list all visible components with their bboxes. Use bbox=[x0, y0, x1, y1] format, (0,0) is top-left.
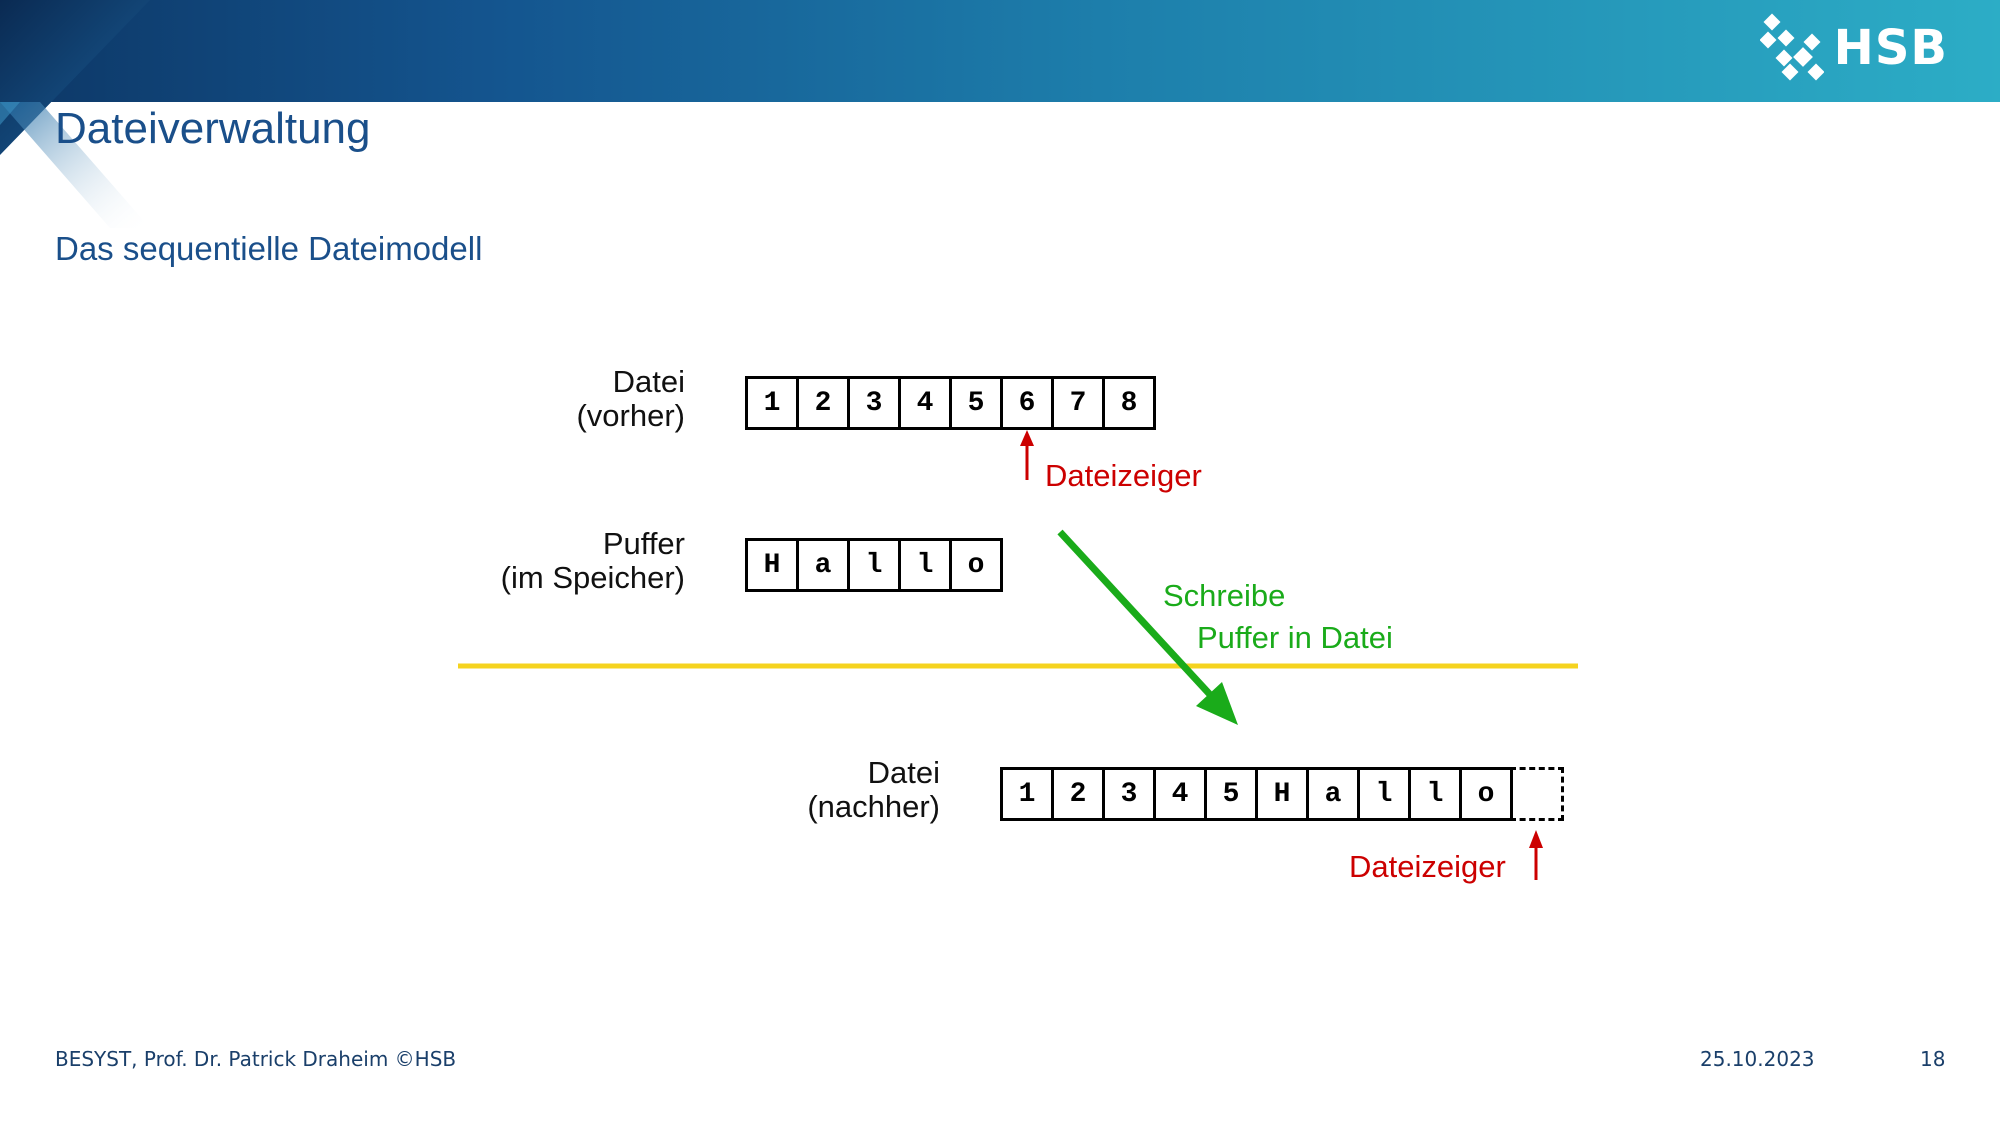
cell: 1 bbox=[745, 376, 799, 430]
empty-cell bbox=[1510, 767, 1564, 821]
cell: l bbox=[898, 538, 952, 592]
cell: 8 bbox=[1102, 376, 1156, 430]
file-after-label-line1: Datei bbox=[867, 755, 940, 790]
slide-subtitle: Das sequentielle Dateimodell bbox=[55, 230, 483, 267]
hsb-logo: HSB bbox=[1759, 12, 1948, 84]
footer-author: BESYST, Prof. Dr. Patrick Draheim ©HSB bbox=[55, 1047, 457, 1071]
logo-text: HSB bbox=[1833, 20, 1948, 76]
cell: a bbox=[796, 538, 850, 592]
pointer-after-label: Dateizeiger bbox=[1349, 849, 1506, 884]
hsb-logo-icon bbox=[1759, 13, 1824, 81]
write-arrow bbox=[1057, 529, 1238, 725]
cell: 5 bbox=[949, 376, 1003, 430]
pointer-before-arrow bbox=[1020, 430, 1034, 480]
file-after-label-line2: (nachher) bbox=[807, 789, 940, 824]
cell: l bbox=[1357, 767, 1411, 821]
pointer-after-arrow bbox=[1529, 830, 1543, 880]
corner-decoration bbox=[0, 0, 150, 228]
file-before-label-line1: Datei bbox=[612, 364, 685, 399]
file-before-label-line2: (vorher) bbox=[576, 398, 685, 433]
write-label-line2: Puffer in Datei bbox=[1197, 620, 1393, 655]
file-after-label: Datei (nachher) bbox=[740, 756, 940, 824]
cell: 4 bbox=[1153, 767, 1207, 821]
footer-page-number: 18 bbox=[1920, 1047, 1946, 1071]
cell: H bbox=[745, 538, 799, 592]
buffer-label-line2: (im Speicher) bbox=[500, 560, 685, 595]
buffer-label-line1: Puffer bbox=[602, 526, 685, 561]
header-band bbox=[0, 0, 2000, 102]
page-title: Dateiverwaltung bbox=[55, 104, 371, 153]
cell: o bbox=[1459, 767, 1513, 821]
write-label-line1: Schreibe bbox=[1163, 578, 1286, 613]
cell: o bbox=[949, 538, 1003, 592]
buffer-label: Puffer (im Speicher) bbox=[440, 527, 685, 595]
pointer-before-label: Dateizeiger bbox=[1045, 458, 1202, 493]
cell: 6 bbox=[1000, 376, 1054, 430]
footer-date: 25.10.2023 bbox=[1700, 1047, 1815, 1071]
file-before-label: Datei (vorher) bbox=[500, 365, 685, 433]
